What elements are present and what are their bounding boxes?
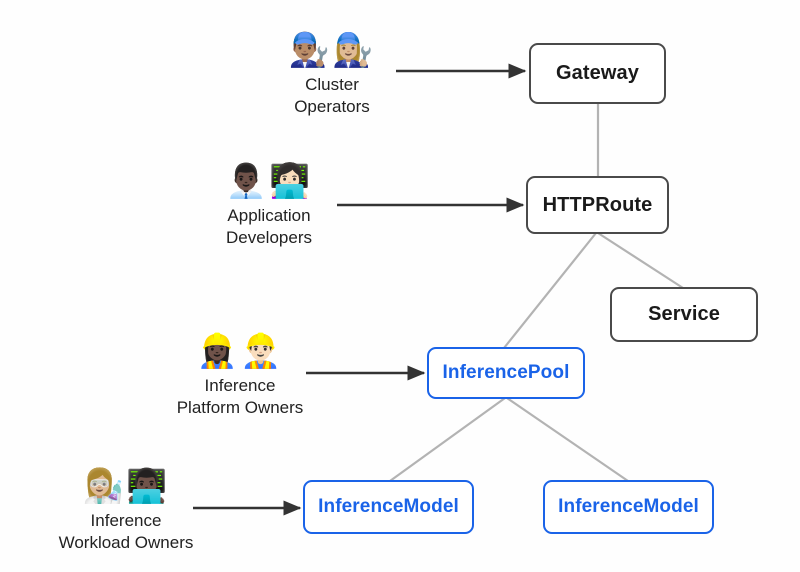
edge-httproute-inferencepool <box>502 231 598 350</box>
persona-label-line-2: Workload Owners <box>58 532 194 552</box>
persona-application-developers: 👨🏿‍💼👩🏻‍💻 Application Developers <box>169 160 369 249</box>
persona-label-line-2: Platform Owners <box>176 397 304 417</box>
node-gateway-label: Gateway <box>556 62 639 84</box>
persona-cluster-operators-label: Cluster Operators <box>294 74 370 118</box>
persona-inference-platform-owners-label: Inference Platform Owners <box>177 375 304 419</box>
persona-label-line-1: Inference <box>90 511 162 530</box>
persona-label-line-1: Cluster <box>305 75 359 94</box>
node-service-label: Service <box>648 303 720 325</box>
edge-httproute-service <box>596 231 685 290</box>
node-httproute[interactable]: HTTPRoute <box>526 176 669 234</box>
node-inferencemodel-2[interactable]: InferenceModel <box>543 480 714 534</box>
persona-application-developers-label: Application Developers <box>226 205 312 249</box>
node-inferencemodel-2-label: InferenceModel <box>558 496 699 517</box>
persona-label-line-2: Developers <box>226 227 312 247</box>
persona-label-line-1: Inference <box>204 376 276 395</box>
persona-inference-workload-owners-label: Inference Workload Owners <box>59 510 194 554</box>
edge-inferencepool-inferencemodel-2 <box>505 396 630 483</box>
scientist-technologist-pair-icon: 👩🏼‍🔬👨🏿‍💻 <box>82 466 170 504</box>
construction-worker-pair-icon: 👷🏿‍♀️👷🏻‍♂️ <box>196 331 284 369</box>
node-httproute-label: HTTPRoute <box>542 193 653 216</box>
node-inferencepool-label: InferencePool <box>442 362 570 383</box>
persona-inference-platform-owners: 👷🏿‍♀️👷🏻‍♂️ Inference Platform Owners <box>140 330 340 419</box>
node-inferencemodel-1-label: InferenceModel <box>318 496 459 517</box>
office-worker-technologist-pair-icon: 👨🏿‍💼👩🏻‍💻 <box>225 161 313 199</box>
mechanic-pair-icon: 👨🏽‍🔧👩🏼‍🔧 <box>288 30 376 68</box>
persona-label-line-2: Operators <box>294 96 370 116</box>
edge-inferencepool-inferencemodel-1 <box>388 396 507 483</box>
persona-inference-workload-owners: 👩🏼‍🔬👨🏿‍💻 Inference Workload Owners <box>26 465 226 554</box>
persona-cluster-operators: 👨🏽‍🔧👩🏼‍🔧 Cluster Operators <box>232 29 432 118</box>
node-inferencemodel-1[interactable]: InferenceModel <box>303 480 474 534</box>
persona-label-line-1: Application <box>227 206 311 225</box>
node-service[interactable]: Service <box>610 287 758 342</box>
node-gateway[interactable]: Gateway <box>529 43 666 104</box>
node-inferencepool[interactable]: InferencePool <box>427 347 585 399</box>
